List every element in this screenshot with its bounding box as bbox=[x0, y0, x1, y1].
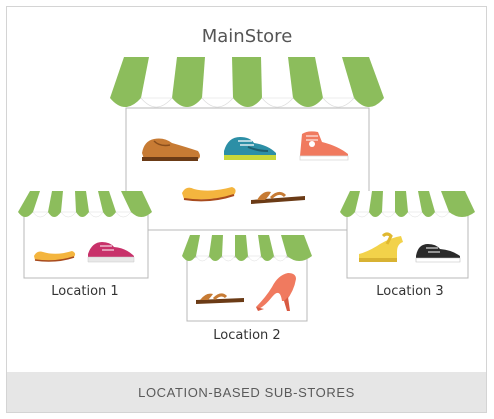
magenta-sneaker-icon bbox=[87, 242, 135, 263]
caption-bar: LOCATION-BASED SUB-STORES bbox=[6, 372, 487, 413]
location-2-awning bbox=[182, 235, 312, 262]
sub-store-location-2 bbox=[182, 235, 312, 322]
main-store-title: MainStore bbox=[201, 26, 293, 47]
main-store-awning bbox=[110, 57, 384, 108]
location-3-label: Location 3 bbox=[376, 284, 444, 299]
main-store-body bbox=[125, 107, 370, 231]
teal-sneaker-icon bbox=[224, 137, 276, 160]
location-2-label: Location 2 bbox=[213, 328, 281, 343]
sub-store-location-1 bbox=[18, 191, 152, 279]
black-sneaker-icon bbox=[415, 244, 461, 263]
orange-flat-icon bbox=[182, 187, 236, 202]
location-1-label: Location 1 bbox=[51, 284, 119, 299]
yellow-wedge-sandal-icon bbox=[359, 232, 403, 262]
sub-store-location-3 bbox=[340, 191, 475, 279]
brown-sandal-icon bbox=[251, 191, 305, 204]
location-1-awning bbox=[18, 191, 152, 218]
brown-sandal-icon bbox=[196, 293, 244, 304]
coral-high-top-icon bbox=[299, 131, 349, 161]
brown-oxford-shoe-icon bbox=[142, 138, 200, 161]
main-store bbox=[110, 57, 384, 231]
coral-high-heel-icon bbox=[256, 273, 296, 311]
location-3-awning bbox=[340, 191, 475, 218]
orange-flat-icon bbox=[34, 251, 76, 262]
caption-text: LOCATION-BASED SUB-STORES bbox=[138, 384, 355, 400]
